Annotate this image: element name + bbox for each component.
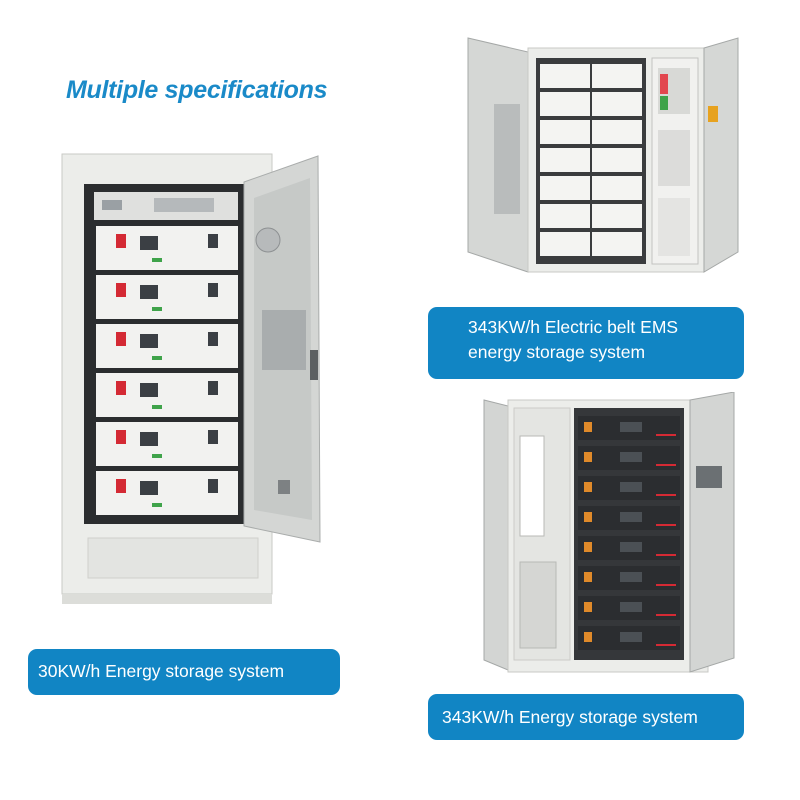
label-343kwh-ems: 343KW/h Electric belt EMS energy storage… [428,307,744,379]
label-line: energy storage system [468,342,646,362]
label-343kwh: 343KW/h Energy storage system [428,694,744,740]
cabinet-30kwh-image [61,153,321,604]
page-heading: Multiple specifications [66,76,328,104]
cabinet-343kwh-ems-image [467,37,739,273]
label-line: 30KW/h Energy storage system [38,661,285,681]
label-line: 343KW/h Electric belt EMS [468,317,679,337]
cabinet-343kwh-image [483,392,735,673]
label-30kwh: 30KW/h Energy storage system [28,649,340,695]
label-line: 343KW/h Energy storage system [442,707,698,727]
